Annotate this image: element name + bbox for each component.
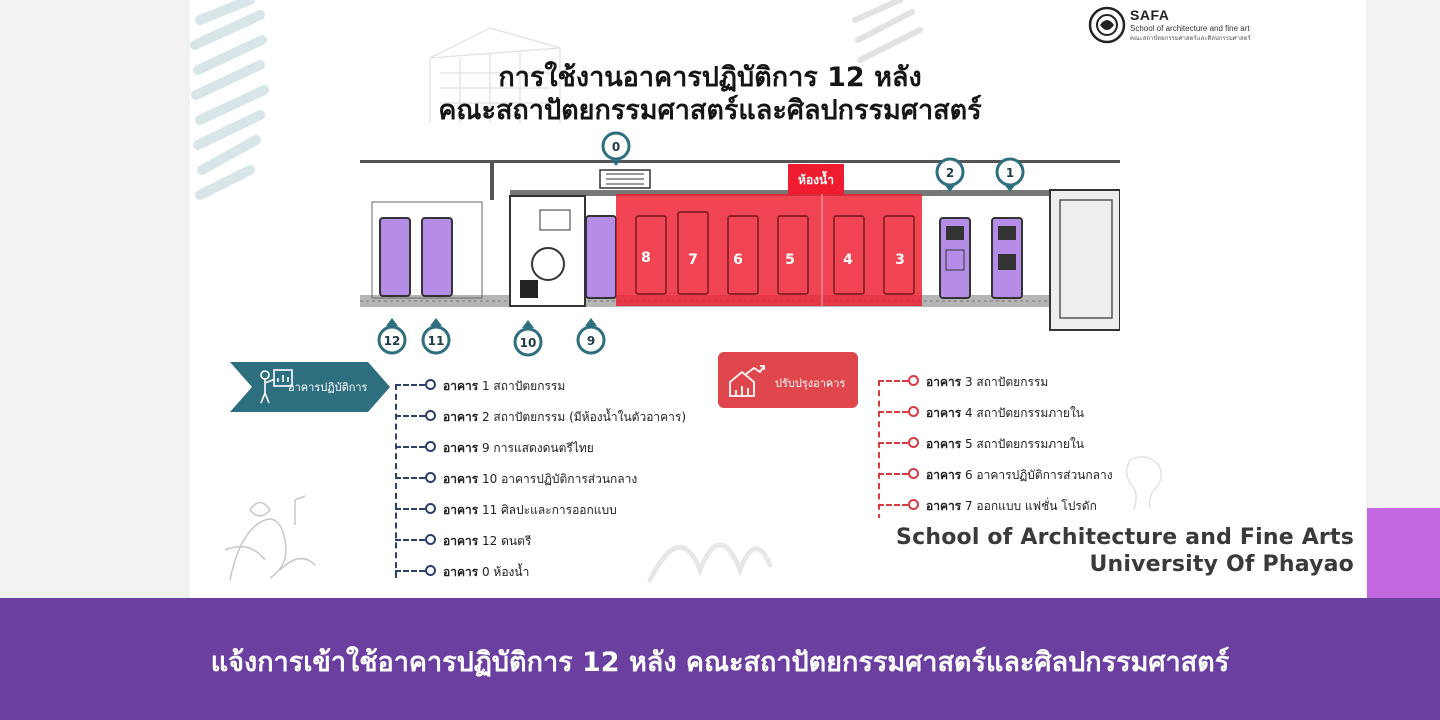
logo-name: SAFA <box>1130 7 1170 23</box>
lab-building-1 <box>991 217 1023 299</box>
building-number-5: 5 <box>785 252 795 268</box>
lab-building-9 <box>585 215 617 299</box>
building-number-4: 4 <box>843 252 853 268</box>
pin-9: 9 <box>576 318 606 355</box>
safa-logo: SAFA School of architecture and fine art… <box>1088 6 1251 46</box>
lab-legend-tag <box>230 362 390 412</box>
building-number-8: 8 <box>641 250 651 266</box>
announcement-banner: แจ้งการเข้าใช้อาคารปฏิบัติการ 12 หลัง คณ… <box>0 598 1440 720</box>
right-margin <box>1366 0 1440 598</box>
pin-11-label: 11 <box>428 334 445 348</box>
renovation-legend-label: ปรับปรุงอาคาร <box>775 377 846 390</box>
school-name: School of Architecture and Fine Arts <box>896 525 1354 550</box>
pin-10-label: 10 <box>520 336 537 350</box>
logo-subtitle: School of architecture and fine art <box>1130 24 1250 33</box>
pin-1-label: 1 <box>1006 166 1014 180</box>
renovation-zone <box>616 194 922 306</box>
house-growth-icon <box>729 365 765 397</box>
logo-subtitle-thai: คณะสถาปัตยกรรมศาสตร์และศิลปกรรมศาสตร์ <box>1130 35 1251 42</box>
pin-10: 10 <box>513 320 543 357</box>
renovation-legend-tag <box>718 352 858 408</box>
pin-12: 12 <box>377 318 407 355</box>
scribble-decoration-icon <box>647 542 773 583</box>
poster-subtitle: คณะสถาปัตยกรรมศาสตร์และศิลปกรรมศาสตร์ <box>438 95 982 126</box>
pin-12-label: 12 <box>384 334 401 348</box>
pin-9-label: 9 <box>587 334 595 348</box>
pin-0-label: 0 <box>612 140 620 154</box>
building-number-7: 7 <box>688 252 698 268</box>
university-name: University Of Phayao <box>1089 552 1354 577</box>
building-sketch-icon <box>429 27 561 123</box>
school-caption-backdrop <box>868 518 1366 598</box>
lab-list-connector <box>395 384 397 578</box>
pin-11: 11 <box>421 318 451 355</box>
scribble-decoration-icon <box>190 0 269 200</box>
safa-emblem-icon <box>1088 6 1126 44</box>
banner-headline: แจ้งการเข้าใช้อาคารปฏิบัติการ 12 หลัง คณ… <box>210 647 1230 678</box>
building-number-3: 3 <box>895 252 905 268</box>
site-map: ห้องน้ำ 8 7 6 5 4 3 0 <box>360 131 1120 357</box>
pin-0: 0 <box>601 131 631 166</box>
lab-building-2 <box>939 217 971 299</box>
lab-building-12 <box>379 217 411 297</box>
main-poster: SAFA School of architecture and fine art… <box>190 0 1366 598</box>
pin-2: 2 <box>935 157 965 192</box>
left-margin <box>0 0 190 598</box>
musicians-sketch-icon <box>224 495 316 581</box>
pin-2-label: 2 <box>946 166 954 180</box>
toilet-label: ห้องน้ำ <box>798 170 834 187</box>
accent-block <box>1367 508 1440 598</box>
pin-1: 1 <box>995 157 1025 192</box>
renovation-list-connector <box>878 380 880 520</box>
teacher-board-icon <box>260 369 293 404</box>
building-number-6: 6 <box>733 252 743 268</box>
lab-building-11 <box>421 217 453 297</box>
poster-title: การใช้งานอาคารปฏิบัติการ 12 หลัง <box>498 62 922 93</box>
scribble-decoration-icon <box>852 0 923 63</box>
statue-sketch-icon <box>1126 456 1162 511</box>
lab-legend-label: อาคารปฏิบัติการ <box>288 381 368 394</box>
toilet-renovation-tag <box>788 164 844 194</box>
